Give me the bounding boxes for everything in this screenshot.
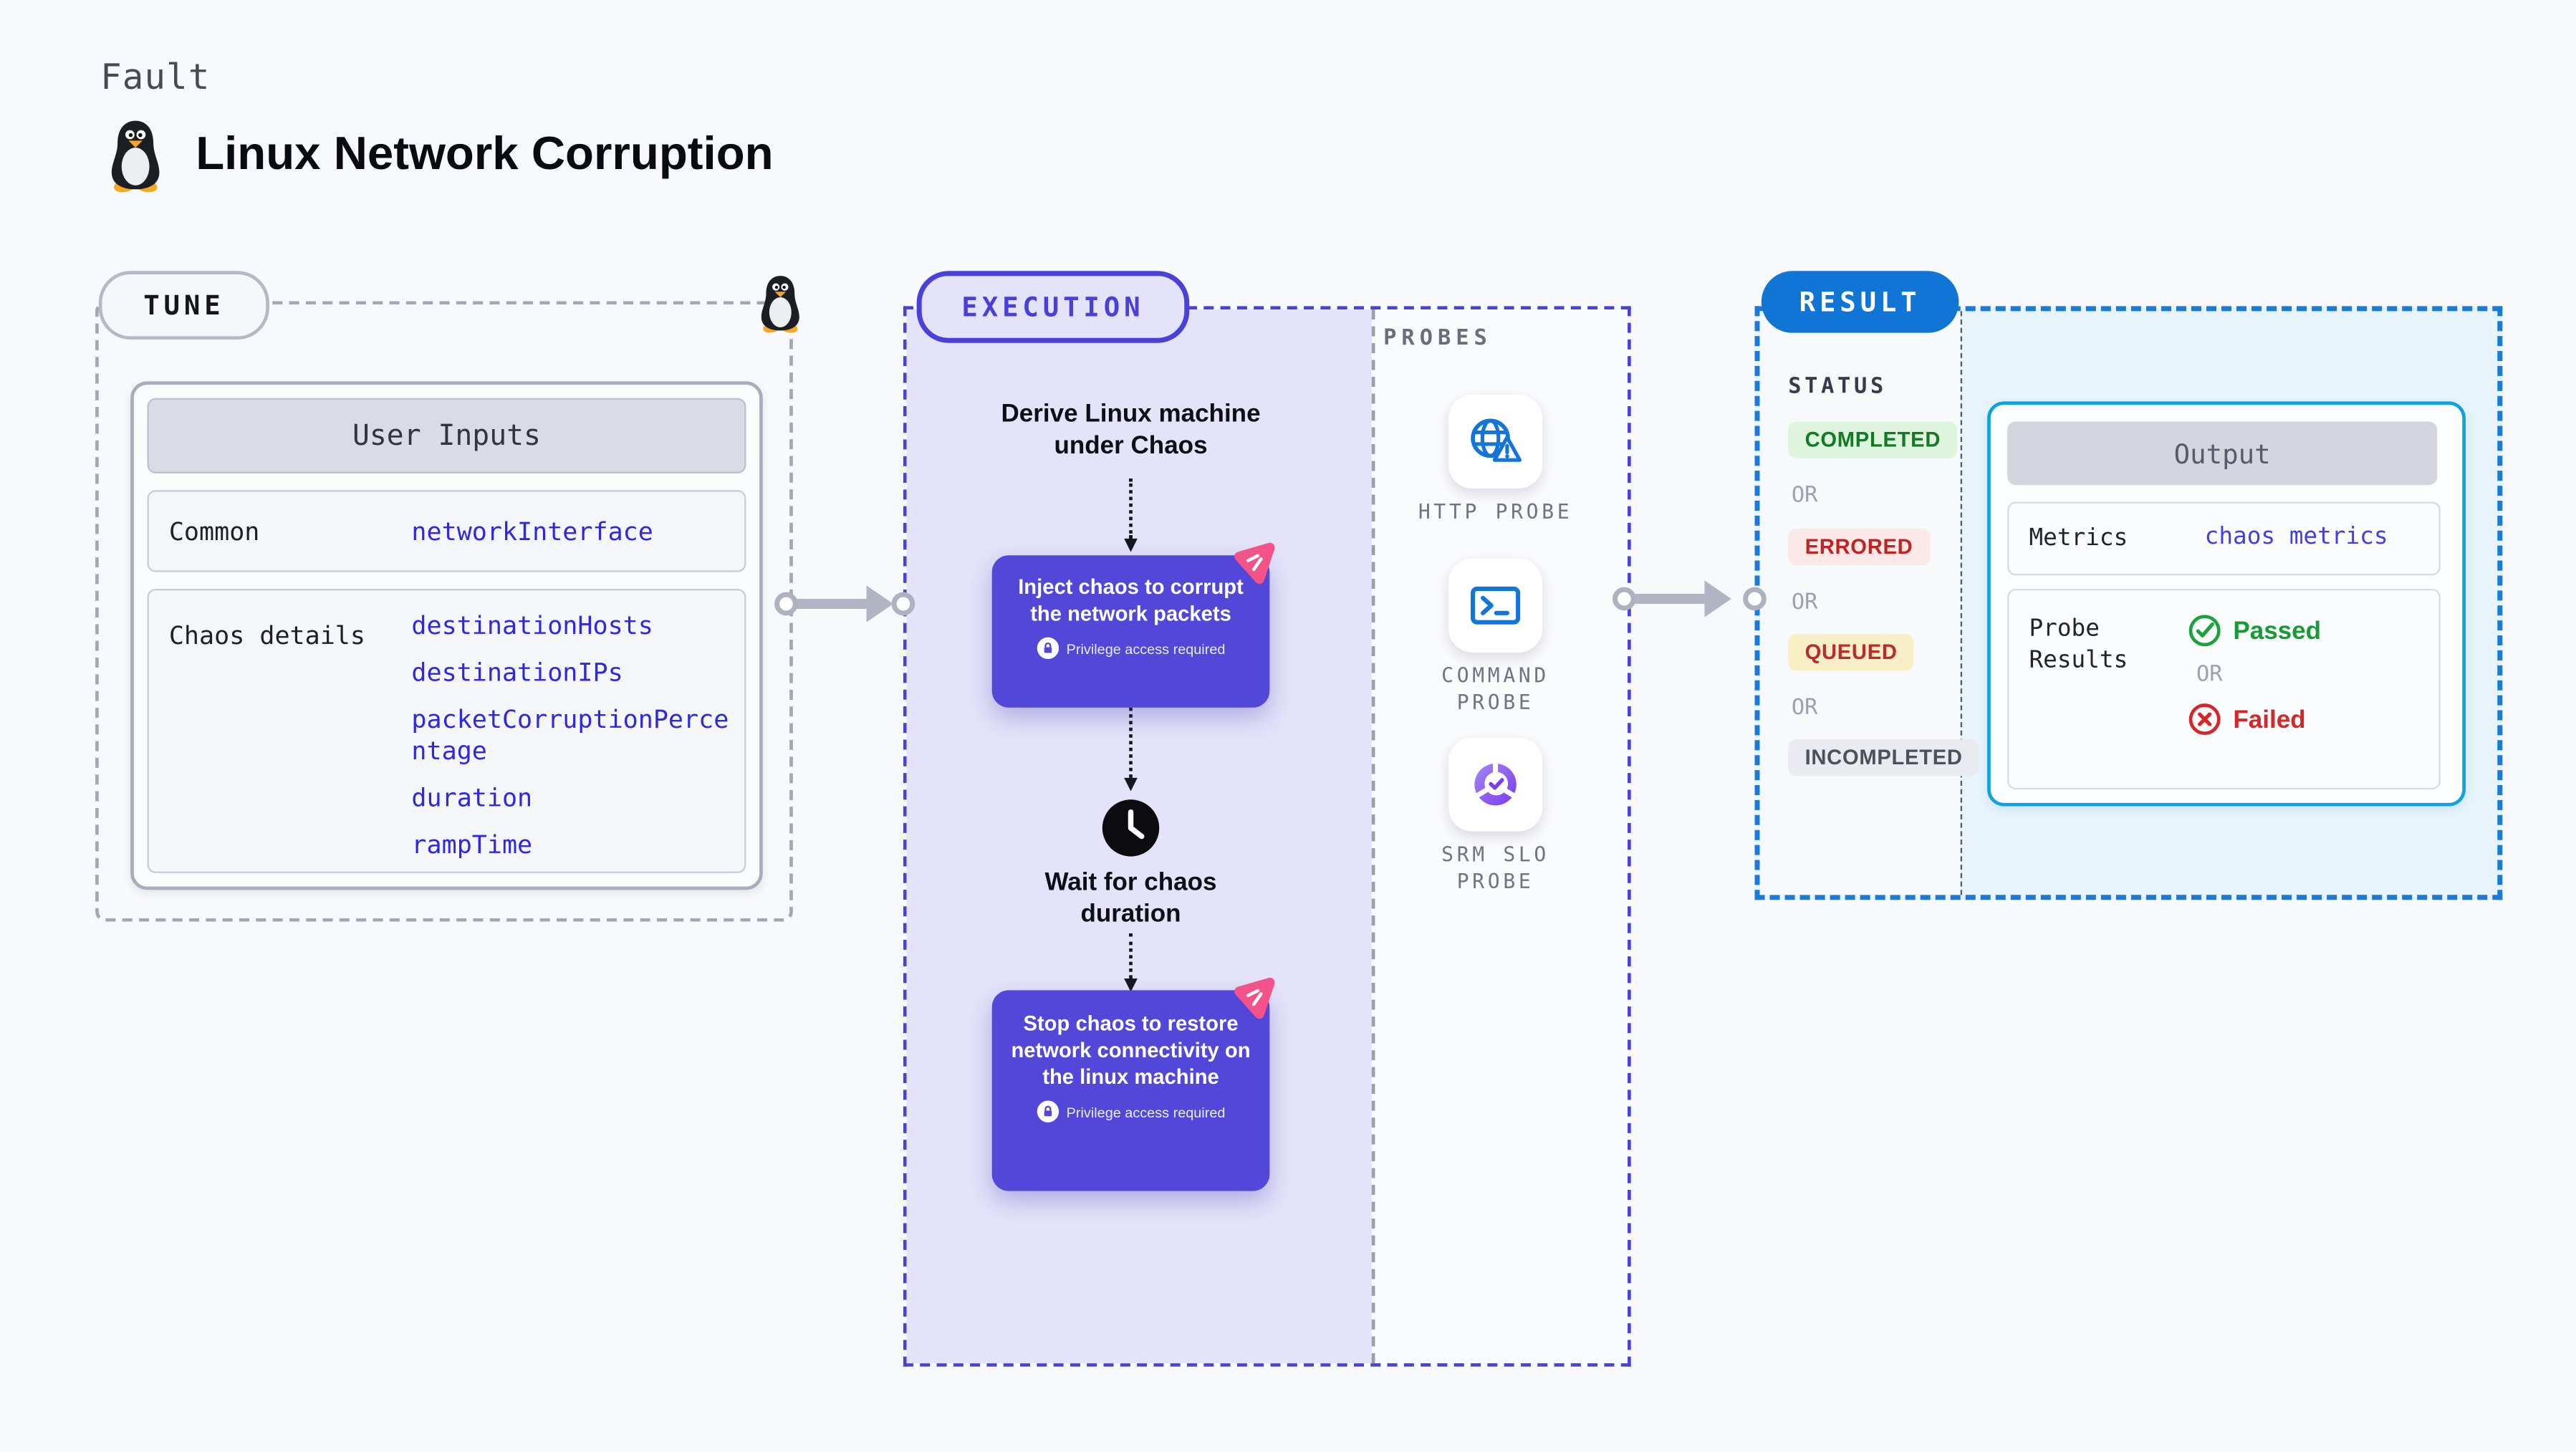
probes-label: PROBES: [1383, 326, 1492, 352]
execution-pill: EXECUTION: [916, 271, 1190, 343]
stop-chaos-node: Stop chaos to restore network connectivi…: [991, 990, 1270, 1191]
input-link-rampTime[interactable]: rampTime: [411, 830, 533, 860]
connector-dot: [1613, 587, 1636, 611]
command-probe-label: COMMAND PROBE: [1441, 664, 1549, 715]
connector-dot: [1743, 587, 1767, 611]
probe-results-label: Probe Results: [2029, 615, 2128, 675]
privilege-badge-label: Privilege access required: [1066, 640, 1226, 657]
check-circle-icon: [2188, 615, 2221, 647]
arrowhead-icon: [866, 585, 893, 622]
tux-penguin-small-icon: [761, 276, 799, 333]
table-row-common: Common networkInterface: [147, 490, 746, 572]
probes-divider: [1371, 309, 1375, 1364]
page-title: Linux Network Corruption: [196, 127, 774, 179]
lock-icon: [1036, 1100, 1058, 1122]
status-title: STATUS: [1788, 375, 1887, 400]
command-probe-card[interactable]: [1448, 558, 1542, 653]
probe-passed-status: Passed: [2188, 614, 2321, 648]
wait-step-text: Wait for chaos duration: [1044, 867, 1217, 928]
status-badge-errored: ERRORED: [1788, 528, 1930, 566]
result-divider: [1960, 311, 1963, 895]
terminal-icon: [1471, 586, 1521, 625]
output-card: Output Metrics chaos metrics Probe Resul…: [1987, 401, 2466, 807]
srm-slo-probe-card[interactable]: [1448, 737, 1542, 832]
row-label: Chaos details: [168, 620, 366, 651]
privilege-badge-label: Privilege access required: [1066, 1102, 1226, 1120]
chaos-metrics-link[interactable]: chaos metrics: [2204, 523, 2388, 551]
input-link-networkInterface[interactable]: networkInterface: [411, 516, 653, 547]
probe-failed-status: Failed: [2188, 703, 2321, 736]
chaos-fault-icon: [1234, 977, 1275, 1019]
metrics-row: Metrics chaos metrics: [2007, 501, 2441, 576]
tux-penguin-icon: [111, 120, 160, 193]
or-separator: OR: [1791, 590, 1818, 616]
table-row-chaos-details: Chaos details destinationHosts destinati…: [147, 588, 746, 873]
input-link-destinationIPs[interactable]: destinationIPs: [411, 657, 623, 688]
lock-icon: [1036, 637, 1058, 660]
chaos-fault-icon: [1234, 542, 1275, 585]
arrowhead-icon: [1704, 580, 1731, 617]
input-link-destinationHosts[interactable]: destinationHosts: [411, 610, 653, 641]
or-separator: OR: [1791, 483, 1818, 509]
status-badge-queued: QUEUED: [1788, 634, 1915, 671]
connector-dot: [774, 592, 798, 616]
stop-chaos-title: Stop chaos to restore network connectivi…: [1011, 1011, 1251, 1090]
x-circle-icon: [2188, 703, 2221, 736]
http-probe-card[interactable]: [1448, 395, 1542, 489]
tune-to-execution-arrow: [792, 598, 867, 609]
tune-pill: TUNE: [98, 271, 269, 340]
or-separator: OR: [2196, 662, 2223, 688]
input-link-packetCorruptionPercentage[interactable]: packetCorruptionPercentage: [411, 704, 729, 766]
inject-chaos-title: Inject chaos to corrupt the network pack…: [1018, 575, 1244, 626]
srm-slo-probe-label: SRM SLO PROBE: [1441, 842, 1549, 893]
failed-label: Failed: [2233, 705, 2306, 734]
flow-arrow-down: [1124, 478, 1138, 552]
privilege-badge: Privilege access required: [1036, 637, 1226, 660]
flow-arrow-down: [1124, 701, 1138, 792]
flow-arrow-down: [1124, 933, 1138, 992]
globe-warning-icon: [1471, 418, 1522, 462]
probe-results-row: Probe Results Passed OR Failed: [2007, 588, 2441, 790]
privilege-badge: Privilege access required: [1036, 1100, 1226, 1122]
status-badge-incompleted: INCOMPLETED: [1788, 739, 1980, 777]
derive-step-text: Derive Linux machine under Chaos: [1001, 400, 1261, 461]
user-inputs-header: User Inputs: [147, 398, 746, 473]
connector-dot: [891, 592, 915, 616]
slo-donut-check-icon: [1474, 761, 1517, 806]
clock-icon: [1102, 799, 1160, 857]
input-link-duration[interactable]: duration: [411, 782, 533, 813]
metrics-label: Metrics: [2029, 525, 2128, 552]
user-inputs-card: User Inputs Common networkInterface Chao…: [130, 381, 763, 890]
inject-chaos-node: Inject chaos to corrupt the network pack…: [991, 555, 1270, 708]
fault-eyebrow: Fault: [100, 57, 211, 97]
row-label: Common: [168, 516, 260, 547]
result-pill: RESULT: [1761, 271, 1959, 333]
status-badge-completed: COMPLETED: [1788, 421, 1958, 458]
or-separator: OR: [1791, 696, 1818, 721]
passed-label: Passed: [2233, 616, 2322, 645]
output-header: Output: [2007, 421, 2438, 486]
probes-to-result-arrow: [1630, 593, 1705, 604]
status-column: [1759, 311, 1961, 895]
http-probe-label: HTTP PROBE: [1418, 500, 1573, 524]
